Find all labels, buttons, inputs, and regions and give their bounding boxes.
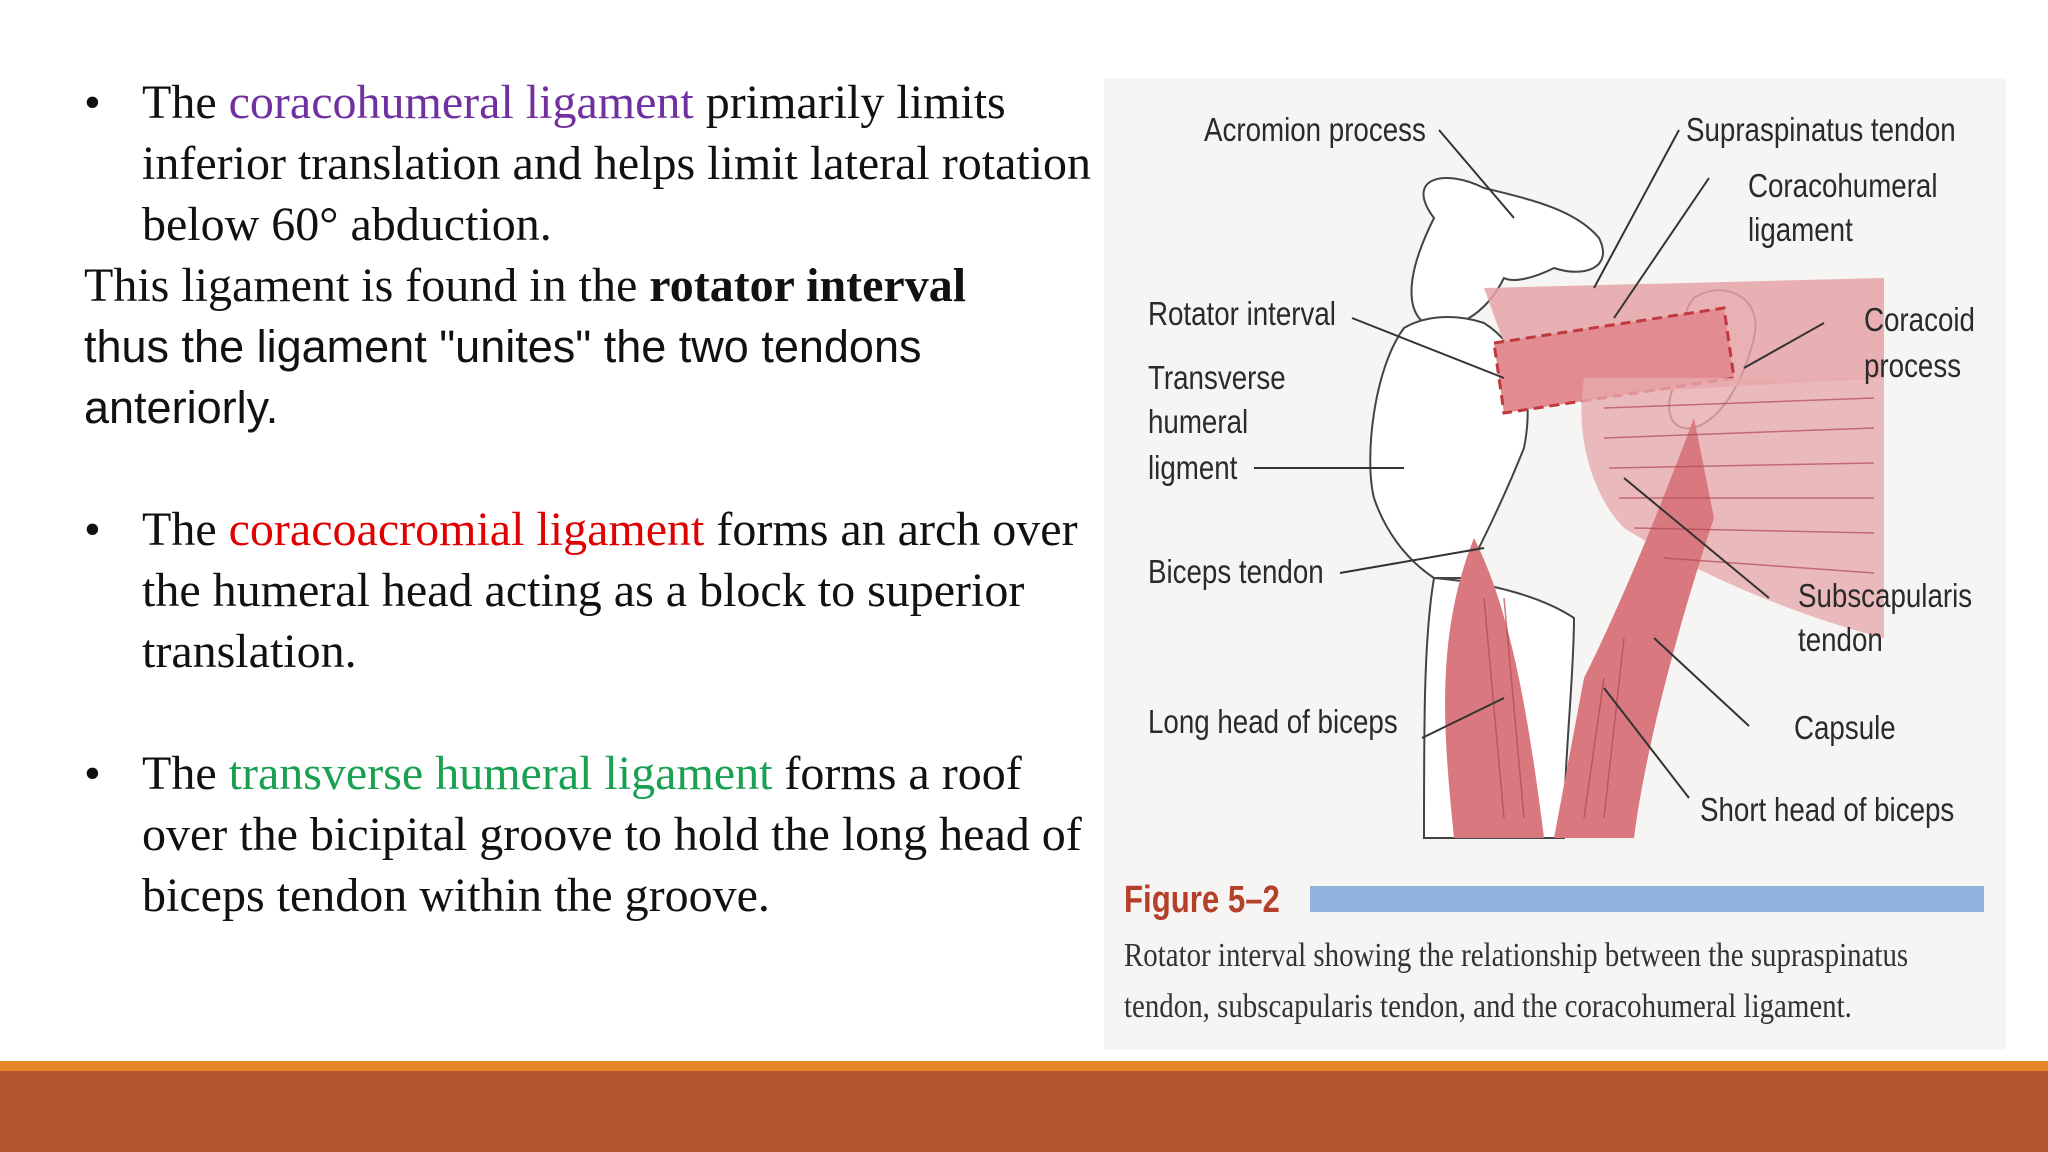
- text-run: The: [142, 747, 229, 800]
- label-subscapularis: Subscapularis: [1798, 577, 1973, 614]
- highlight-coracoacromial-ligament: coracoacromial ligament: [228, 503, 705, 556]
- short-head-biceps-shape: [1554, 418, 1714, 838]
- label-coracoid: Coracoid: [1864, 301, 1975, 338]
- label-biceps-tendon: Biceps tendon: [1148, 553, 1324, 590]
- text-column: • The coracohumeral ligament primarily l…: [84, 72, 1094, 926]
- paragraph-rotator-interval: This ligament is found in the rotator in…: [84, 255, 1094, 438]
- footer-band: [0, 1071, 2048, 1152]
- label-supraspinatus-tendon: Supraspinatus tendon: [1686, 111, 1956, 148]
- footer-accent-line: [0, 1061, 2048, 1071]
- label-long-head-of-biceps: Long head of biceps: [1148, 703, 1398, 740]
- anatomy-figure: Acromion process Supraspinatus tendon Co…: [1104, 78, 2006, 1050]
- leader-lines: [1254, 129, 1825, 799]
- spacer: [84, 438, 1094, 499]
- text-run: The: [142, 76, 229, 129]
- paragraph-coracohumeral: • The coracohumeral ligament primarily l…: [84, 72, 1094, 255]
- text-run: The: [142, 503, 229, 556]
- text-run: forms an arch over the humeral head acti…: [142, 503, 1078, 678]
- spacer: [84, 682, 1094, 743]
- paragraph-coracoacromial: • The coracoacromial ligament forms an a…: [84, 499, 1094, 682]
- figure-title-bar: [1310, 886, 1984, 912]
- highlight-transverse-humeral-ligament: transverse humeral ligament: [228, 747, 773, 800]
- subscapularis-shape: [1581, 378, 1884, 638]
- label-rotator-interval: Rotator interval: [1148, 295, 1336, 332]
- label-short-head-of-biceps: Short head of biceps: [1700, 791, 1955, 828]
- bullet-icon: •: [84, 76, 101, 129]
- figure-title: Figure 5–2: [1124, 879, 1280, 921]
- bullet-icon: •: [84, 747, 101, 800]
- highlight-coracohumeral-ligament: coracohumeral ligament: [228, 76, 694, 129]
- label-capsule: Capsule: [1794, 709, 1896, 746]
- label-acromion-process: Acromion process: [1204, 111, 1426, 148]
- humeral-head-shape: [1369, 315, 1529, 579]
- shoulder-illustration: [1254, 129, 1884, 839]
- text-run-sans: thus the ligament "unites" the two tendo…: [84, 321, 922, 433]
- muscle-fibres: [1483, 397, 1875, 819]
- bullet-icon: •: [84, 503, 101, 556]
- label-coracohumeral-ligament: ligament: [1748, 211, 1853, 248]
- label-coracohumeral: Coracohumeral: [1748, 167, 1938, 204]
- label-ligment: ligment: [1148, 449, 1238, 486]
- text-run: This ligament is found in the: [84, 259, 650, 312]
- text-run: forms a roof over the bicipital groove t…: [142, 747, 1082, 922]
- text-run: primarily limits inferior translation an…: [142, 76, 1092, 251]
- bold-rotator-interval: rotator interval: [649, 259, 967, 312]
- label-subscapularis-tendon: tendon: [1798, 621, 1883, 658]
- label-transverse: Transverse: [1148, 359, 1286, 396]
- label-coracoid-process: process: [1864, 347, 1962, 384]
- paragraph-transverse-humeral: • The transverse humeral ligament forms …: [84, 743, 1094, 926]
- label-humeral: humeral: [1148, 403, 1249, 440]
- figure-caption: Rotator interval showing the relationshi…: [1124, 937, 1909, 1025]
